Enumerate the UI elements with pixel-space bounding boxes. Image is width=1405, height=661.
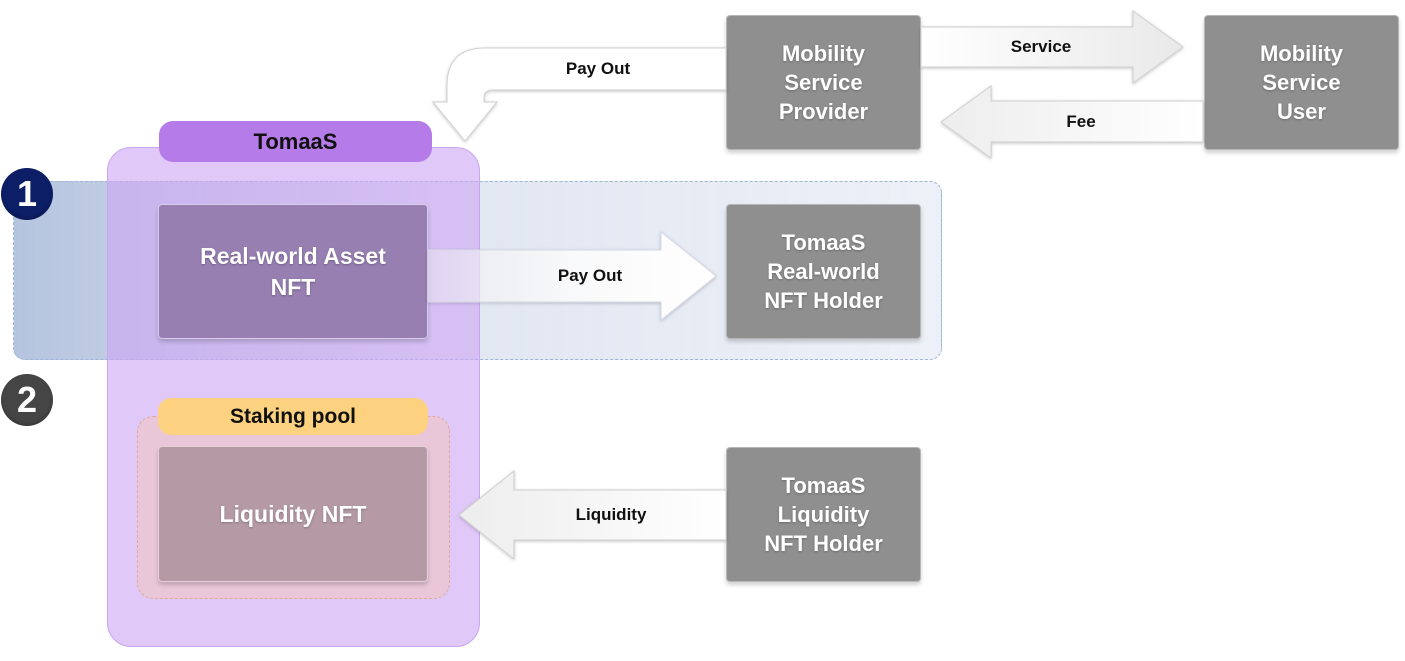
mobility-service-provider-box: Mobility Service Provider [726, 15, 921, 150]
pay-out-top-arrow [431, 47, 727, 142]
fee-arrow [940, 85, 1204, 159]
liquidity-nft-holder-label: TomaaS Liquidity NFT Holder [764, 473, 883, 556]
service-arrow [920, 10, 1184, 84]
mobility-service-provider-label: Mobility Service Provider [778, 41, 869, 124]
badge-1-label: 1 [16, 173, 38, 214]
tomaas-title: TomaaS [253, 128, 338, 154]
liquidity-nft-box: Liquidity NFT [158, 446, 428, 582]
service-arrow-label: Service [1010, 37, 1072, 56]
staking-pool-header: Staking pool [158, 398, 428, 435]
real-world-asset-nft-box: Real-world Asset NFT [158, 204, 428, 339]
pay-out-middle-label: Pay Out [557, 266, 623, 285]
liquidity-nft-label: Liquidity NFT [219, 500, 367, 527]
liquidity-nft-holder-box: TomaaS Liquidity NFT Holder [726, 447, 921, 582]
mobility-service-user-label: Mobility Service User [1259, 41, 1344, 124]
badge-1: 1 [1, 168, 53, 220]
staking-pool-label: Staking pool [230, 404, 356, 428]
pay-out-middle-arrow [427, 230, 717, 322]
fee-arrow-label: Fee [1066, 112, 1096, 131]
badge-2: 2 [1, 374, 53, 426]
real-world-nft-holder-label: TomaaS Real-world NFT Holder [764, 230, 883, 313]
mobility-service-user-box: Mobility Service User [1204, 15, 1399, 150]
pay-out-top-label: Pay Out [565, 59, 631, 78]
real-world-asset-nft-label: Real-world Asset NFT [200, 242, 386, 300]
badge-2-label: 2 [16, 379, 38, 420]
tomaas-header: TomaaS [159, 121, 432, 162]
real-world-nft-holder-box: TomaaS Real-world NFT Holder [726, 204, 921, 339]
liquidity-arrow-label: Liquidity [575, 505, 647, 524]
liquidity-arrow [458, 469, 727, 561]
